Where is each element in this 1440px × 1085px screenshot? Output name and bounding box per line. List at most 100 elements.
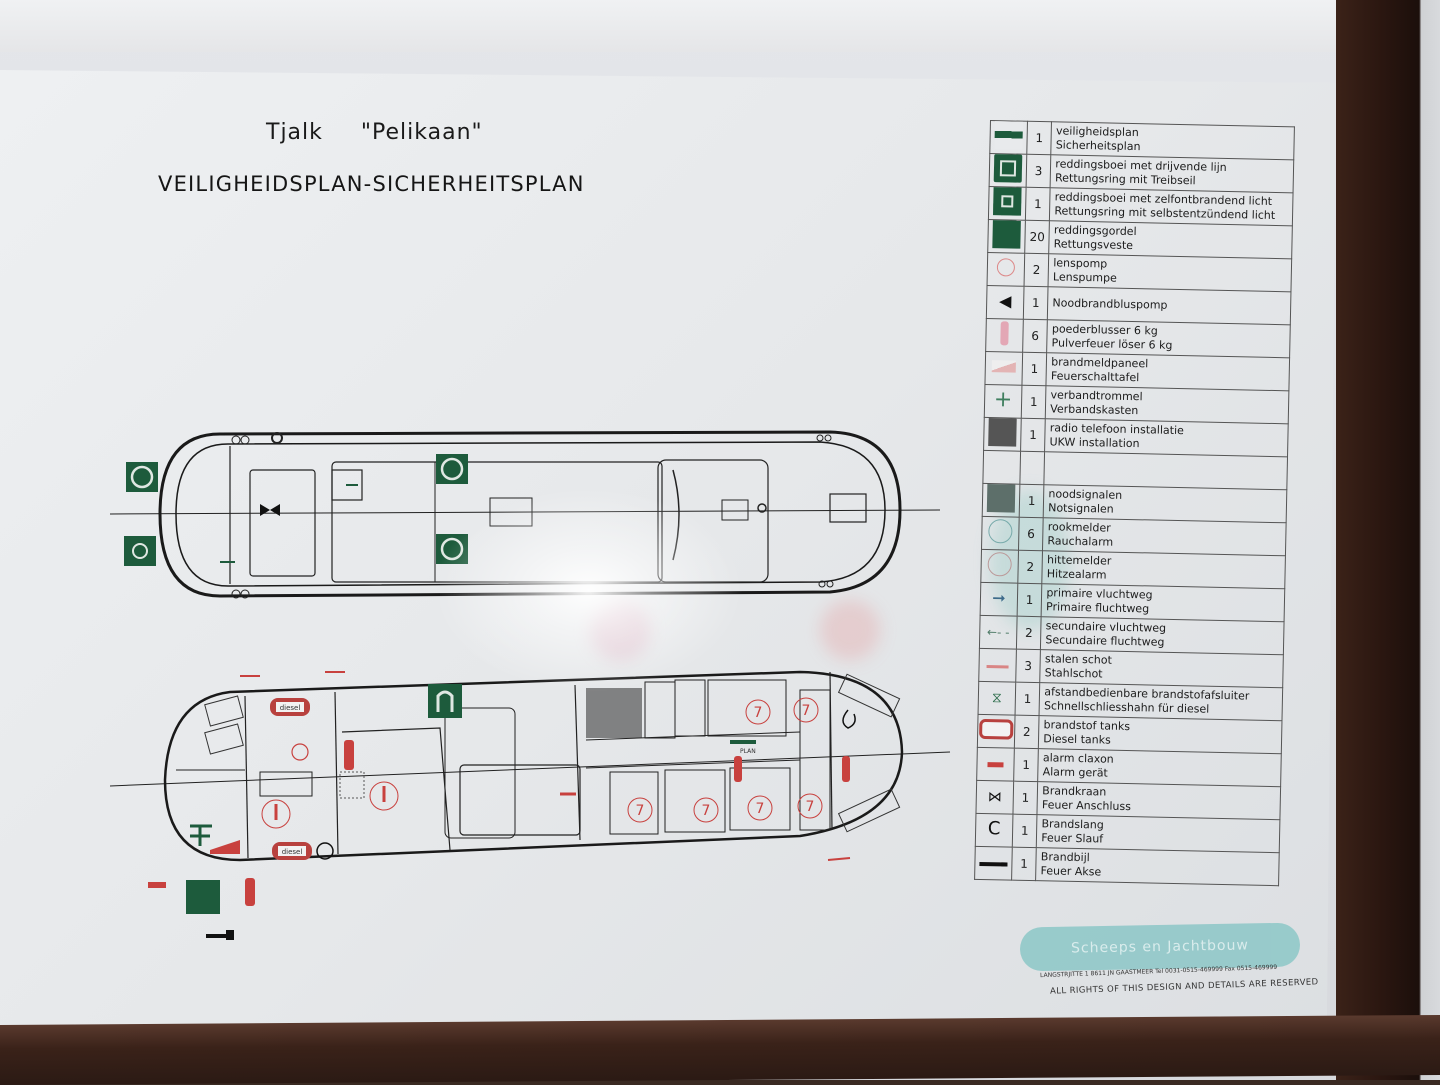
legend-qty: 2 bbox=[1017, 550, 1043, 584]
plan-title: VEILIGHEIDSPLAN-SICHERHEITSPLAN bbox=[158, 172, 585, 196]
hull-outline bbox=[158, 430, 902, 598]
legend-qty: 1 bbox=[1023, 286, 1049, 320]
extinguisher-icon bbox=[344, 740, 354, 770]
diesel-tank-icon bbox=[977, 714, 1016, 749]
life-jacket-icon bbox=[428, 684, 462, 718]
deck-edge bbox=[175, 441, 886, 587]
svg-text:PLAN: PLAN bbox=[740, 748, 756, 755]
secondary-escape-icon: ←- - bbox=[979, 615, 1018, 650]
fire-hose-icon: С bbox=[975, 813, 1013, 848]
vessel-title: Tjalk "Pelikaan" bbox=[266, 120, 483, 145]
diesel-tank-icon: diesel bbox=[270, 698, 310, 716]
legend-qty: 1 bbox=[1026, 121, 1052, 155]
upper-deck-plan bbox=[110, 430, 941, 599]
legend-qty: 3 bbox=[1026, 154, 1052, 188]
vessel-name: "Pelikaan" bbox=[360, 120, 483, 145]
legend-qty: 6 bbox=[1022, 319, 1048, 353]
legend-qty: 2 bbox=[1024, 253, 1049, 287]
extinguisher-icon bbox=[842, 756, 850, 782]
deckhouse bbox=[331, 461, 663, 583]
svg-text:diesel: diesel bbox=[280, 704, 301, 712]
fire-hose-icon bbox=[842, 709, 856, 729]
alarm-horn-icon bbox=[148, 882, 166, 888]
powder-extinguisher-icon bbox=[985, 318, 1024, 353]
legend-qty: 1 bbox=[1019, 484, 1045, 518]
svg-text:7: 7 bbox=[702, 803, 711, 819]
smoke-detector-icon: 7 bbox=[793, 697, 819, 723]
lifebuoy-line-icon bbox=[989, 153, 1027, 188]
svg-text:7: 7 bbox=[806, 799, 815, 815]
legend-qty: 1 bbox=[1025, 187, 1051, 221]
legend-qty: 20 bbox=[1024, 220, 1050, 254]
legend-qty: 3 bbox=[1015, 649, 1041, 683]
extinguisher-icon bbox=[734, 756, 742, 782]
heat-detector-icon bbox=[261, 799, 291, 829]
extinguisher-icon bbox=[245, 878, 255, 906]
lower-deck-plan: diesel diesel 7 7 7 7 7 7 PLAN bbox=[110, 670, 951, 940]
legend-qty: 2 bbox=[1014, 715, 1040, 749]
forward-hatch bbox=[249, 469, 316, 577]
legend-qty: 2 bbox=[1016, 616, 1042, 650]
fire-axe-icon bbox=[206, 934, 228, 938]
svg-text:7: 7 bbox=[756, 801, 765, 817]
lifebuoy-icon bbox=[436, 454, 468, 484]
legend-desc: Noodbrandbluspomp bbox=[1047, 286, 1291, 325]
bilge-pump-icon bbox=[987, 252, 1025, 287]
first-aid-icon: + bbox=[984, 384, 1022, 419]
legend-qty: 1 bbox=[1012, 814, 1038, 848]
svg-text:7: 7 bbox=[802, 703, 811, 719]
radio-icon bbox=[983, 417, 1022, 452]
lifebuoy-icon bbox=[436, 534, 468, 564]
heat-detector-icon bbox=[980, 549, 1019, 584]
smoke-detector-icon: 7 bbox=[747, 795, 773, 821]
alarm-horn-icon bbox=[976, 747, 1015, 782]
fire-panel-icon bbox=[984, 351, 1023, 386]
vessel-type: Tjalk bbox=[266, 120, 323, 145]
smoke-detector-icon bbox=[981, 516, 1020, 551]
picture-frame-bottom bbox=[0, 1014, 1440, 1085]
primary-escape-icon: ➞ bbox=[980, 582, 1018, 617]
smoke-detector-icon: 7 bbox=[745, 699, 771, 725]
fuel-shutoff-icon: ⧖ bbox=[978, 681, 1016, 716]
fire-axe-icon bbox=[974, 846, 1013, 881]
smoke-detector-icon: 7 bbox=[797, 793, 823, 819]
centerline bbox=[110, 751, 951, 787]
svg-text:diesel: diesel bbox=[282, 848, 303, 856]
wall-top bbox=[0, 0, 1360, 52]
centerline bbox=[110, 509, 941, 515]
life-jacket-icon bbox=[987, 219, 1026, 254]
legend-qty: 6 bbox=[1018, 517, 1044, 551]
fire-panel-icon bbox=[210, 840, 240, 854]
legend-qty: 1 bbox=[1015, 682, 1041, 716]
smoke-detector-icon: 7 bbox=[693, 797, 719, 823]
svg-text:7: 7 bbox=[754, 705, 763, 721]
lifebuoy-light-icon bbox=[124, 536, 156, 566]
distress-signals-icon bbox=[982, 483, 1020, 518]
smoke-detector-icon: 7 bbox=[627, 797, 653, 823]
lifebuoy-icon bbox=[126, 462, 158, 492]
safety-plan-icon bbox=[730, 740, 756, 744]
lifebuoy-light-icon bbox=[988, 186, 1027, 221]
heat-detector-icon bbox=[369, 781, 399, 811]
diesel-tank-icon: diesel bbox=[272, 842, 312, 860]
legend-qty: 1 bbox=[1021, 385, 1047, 419]
